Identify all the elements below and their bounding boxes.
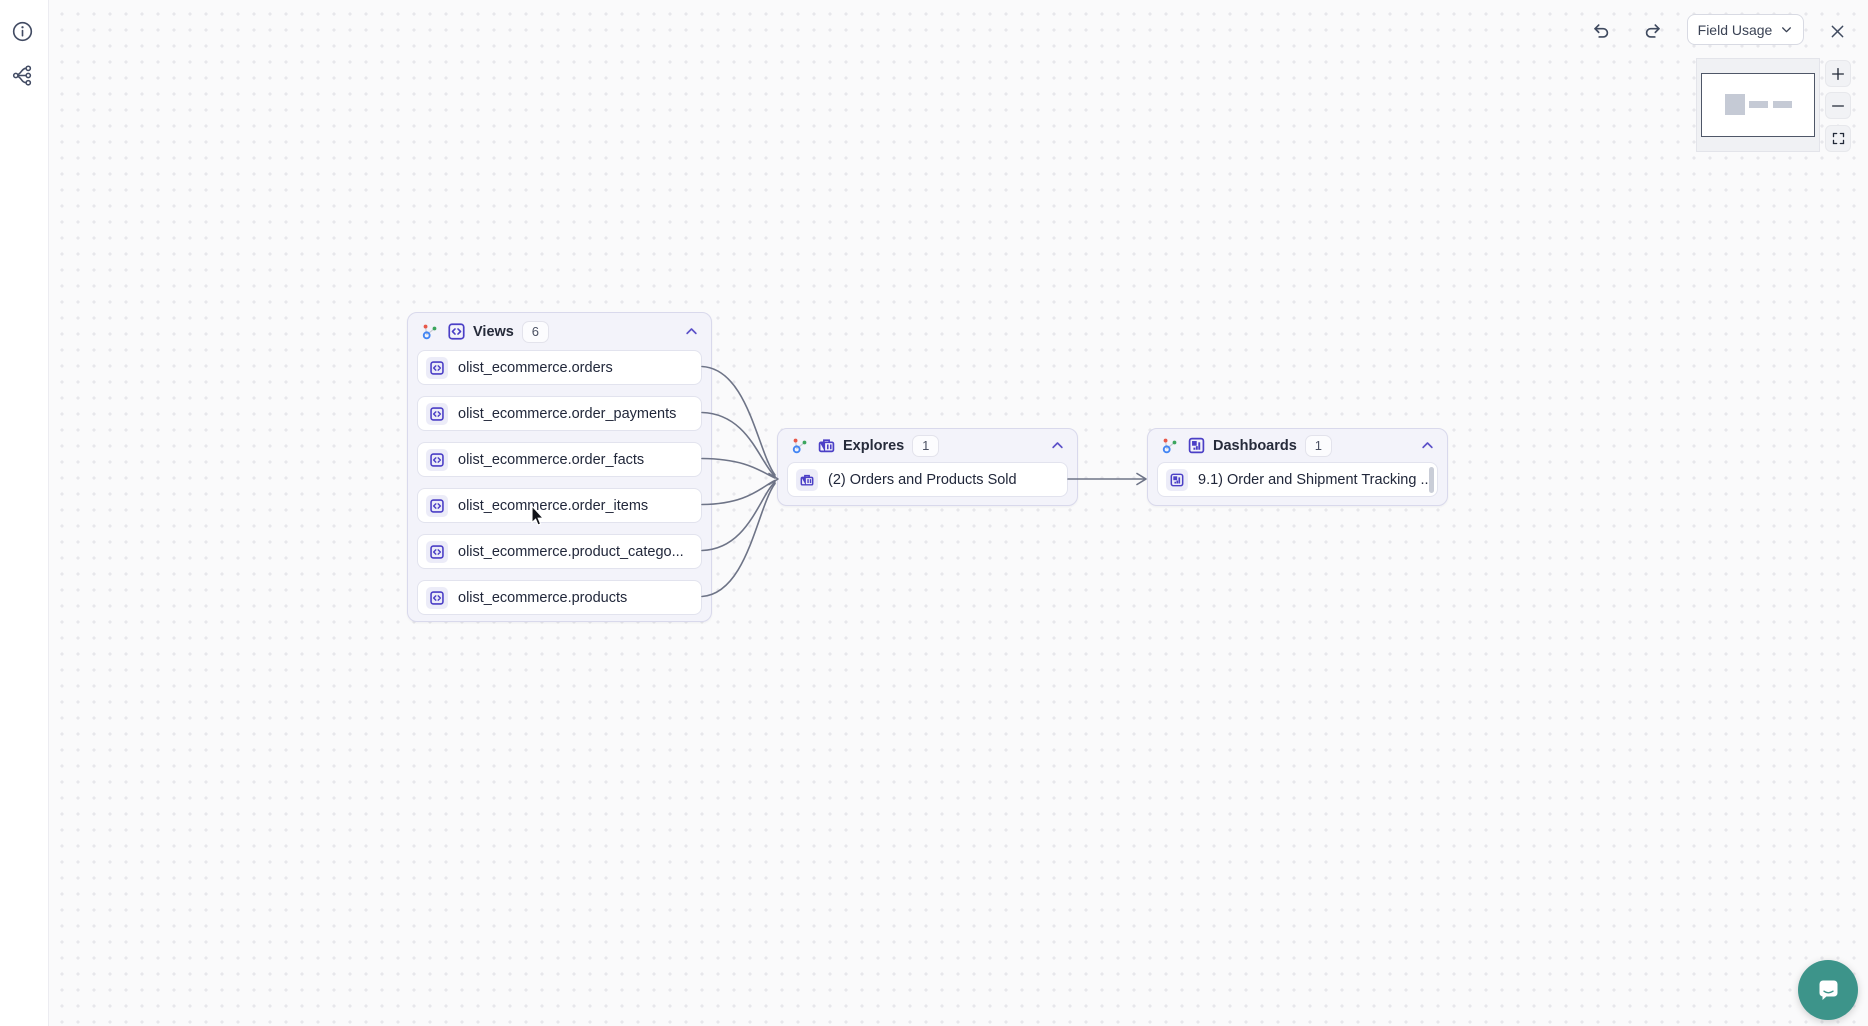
dashboards-count-badge: 1	[1304, 434, 1332, 457]
views-count-badge: 6	[521, 320, 549, 343]
view-code-icon	[426, 586, 448, 609]
edge-product-categories-to-explore	[701, 481, 776, 552]
lineage-color-icon	[422, 324, 437, 339]
view-code-icon	[426, 402, 448, 425]
field-usage-dropdown[interactable]: Field Usage	[1687, 14, 1804, 45]
redo-icon	[1645, 24, 1660, 38]
lineage-graph-icon	[12, 64, 31, 86]
view-code-icon	[426, 540, 448, 563]
view-node-order-payments[interactable]: olist_ecommerce.order_payments	[417, 396, 702, 431]
minimap-viewport[interactable]	[1701, 73, 1815, 137]
views-panel: Views 6 olist_ecommerce.orders olist_eco…	[407, 312, 712, 622]
explore-icon	[796, 468, 818, 491]
zoom-in-icon	[1832, 67, 1844, 80]
view-code-icon	[426, 448, 448, 471]
view-code-icon	[426, 494, 448, 517]
dashboard-node-order-shipment-tracking[interactable]: 9.1) Order and Shipment Tracking ...	[1157, 462, 1438, 497]
edge-products-to-explore	[701, 482, 776, 598]
view-node-products[interactable]: olist_ecommerce.products	[417, 580, 702, 615]
chevron-down-icon	[1782, 27, 1792, 33]
explores-count-badge: 1	[912, 434, 940, 457]
view-code-icon	[448, 323, 465, 340]
edge-order-payments-to-explore	[701, 411, 776, 478]
view-node-order-items[interactable]: olist_ecommerce.order_items	[417, 488, 702, 523]
view-node-label: olist_ecommerce.order_facts	[458, 451, 645, 468]
edge-order-items-to-explore	[701, 479, 776, 506]
views-panel-header[interactable]: Views 6	[408, 313, 711, 350]
lineage-color-icon	[1162, 438, 1177, 453]
dashboard-node-label: 9.1) Order and Shipment Tracking ...	[1198, 471, 1429, 488]
chat-launcher-button[interactable]	[1798, 960, 1858, 1020]
close-button[interactable]	[1824, 18, 1850, 44]
explores-panel-header[interactable]: Explores 1	[778, 429, 1077, 462]
view-node-label: olist_ecommerce.orders	[458, 359, 613, 376]
field-usage-label: Field Usage	[1697, 21, 1773, 38]
chevron-up-icon	[686, 328, 697, 335]
explores-panel: Explores 1 (2) Orders	[777, 428, 1078, 506]
edge-arrowhead-dashboard	[1136, 472, 1147, 486]
zoom-out-icon	[1832, 104, 1844, 107]
fit-screen-button[interactable]	[1825, 125, 1851, 152]
dashboards-panel-header[interactable]: Dashboards 1	[1148, 429, 1447, 462]
close-icon	[1831, 25, 1843, 37]
chevron-up-icon	[1422, 442, 1433, 449]
explore-node-orders-products-sold[interactable]: (2) Orders and Products Sold	[787, 462, 1068, 497]
view-node-orders[interactable]: olist_ecommerce.orders	[417, 350, 702, 385]
chevron-up-icon	[1052, 442, 1063, 449]
edge-orders-to-explore	[701, 365, 776, 476]
dashboard-icon	[1188, 437, 1205, 454]
minimap-explores-shape	[1749, 101, 1768, 108]
view-node-product-categories[interactable]: olist_ecommerce.product_catego...	[417, 534, 702, 569]
view-node-label: olist_ecommerce.order_items	[458, 497, 649, 514]
explores-panel-title: Explores	[843, 437, 905, 454]
undo-button[interactable]	[1588, 18, 1614, 44]
info-button[interactable]	[9, 18, 35, 44]
fit-screen-icon	[1832, 132, 1844, 145]
zoom-out-button[interactable]	[1825, 92, 1851, 119]
minimap[interactable]	[1696, 58, 1820, 152]
dashboards-panel-title: Dashboards	[1213, 437, 1297, 454]
view-code-icon	[426, 356, 448, 379]
explore-icon	[818, 439, 835, 453]
minimap-views-shape	[1725, 94, 1745, 115]
chat-bubble-icon	[1819, 980, 1838, 1000]
info-icon	[12, 21, 32, 41]
lineage-color-icon	[792, 438, 807, 453]
view-node-order-facts[interactable]: olist_ecommerce.order_facts	[417, 442, 702, 477]
view-node-label: olist_ecommerce.products	[458, 589, 628, 606]
dashboards-panel: Dashboards 1 9.1) Ord	[1147, 428, 1448, 506]
left-sidebar	[0, 0, 49, 1026]
dashboard-icon	[1166, 468, 1188, 491]
views-panel-title: Views	[473, 323, 514, 340]
zoom-in-button[interactable]	[1825, 60, 1851, 87]
lineage-graph-button[interactable]	[9, 62, 35, 88]
panel-scrollbar-thumb[interactable]	[1429, 467, 1434, 493]
dashboards-collapse-button[interactable]	[1420, 438, 1435, 453]
edge-order-facts-to-explore	[701, 457, 776, 479]
explore-node-label: (2) Orders and Products Sold	[828, 471, 1017, 488]
view-node-label: olist_ecommerce.product_catego...	[458, 543, 684, 560]
views-collapse-button[interactable]	[684, 324, 699, 339]
minimap-dashboards-shape	[1773, 101, 1792, 108]
explores-collapse-button[interactable]	[1050, 438, 1065, 453]
view-node-label: olist_ecommerce.order_payments	[458, 405, 677, 422]
redo-button[interactable]	[1640, 18, 1666, 44]
undo-icon	[1594, 24, 1609, 38]
